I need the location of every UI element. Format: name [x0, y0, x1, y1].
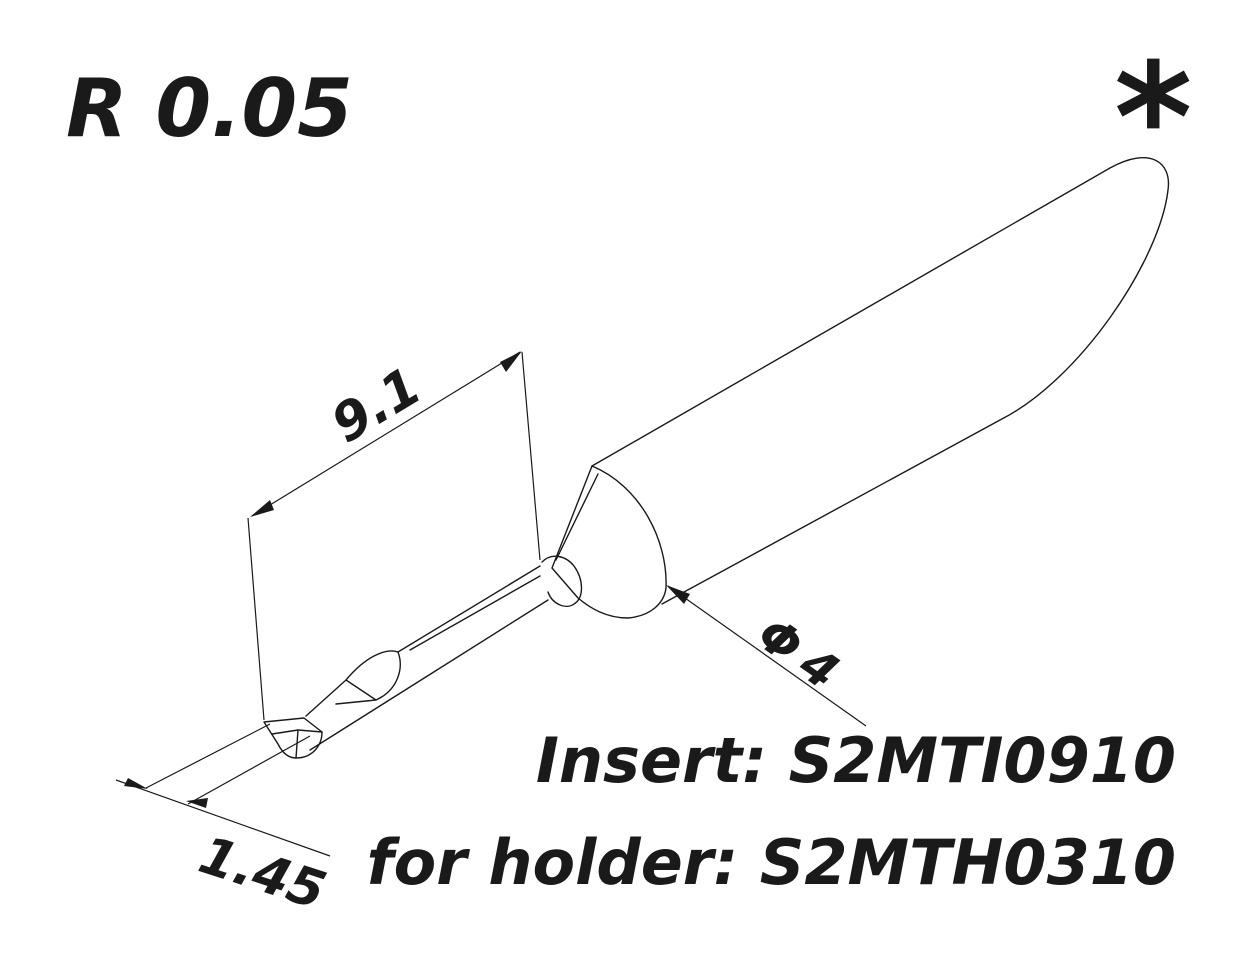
neck-shaft-inner	[409, 575, 541, 651]
insert-pocket	[305, 650, 401, 717]
radius-label: R 0.05	[66, 62, 353, 155]
neck-collar	[541, 555, 583, 608]
dimension-length: 9.1	[247, 351, 541, 721]
insert-tip	[263, 717, 323, 759]
cone-inner-line	[555, 473, 599, 561]
length-value: 9.1	[322, 356, 432, 455]
shank-cone	[551, 465, 667, 619]
asterisk-marker: *	[1114, 32, 1192, 206]
dimension-diameter: Φ 4	[666, 585, 867, 727]
holder-label: for holder: S2MTH0310	[367, 826, 1176, 899]
insert-label: Insert: S2MTI0910	[536, 724, 1176, 797]
shank-rounded-end	[591, 157, 1170, 605]
width-value: 1.45	[192, 825, 333, 922]
neck-shaft	[309, 565, 549, 751]
insert-tip-facets	[271, 729, 323, 759]
tool-body	[263, 157, 1170, 759]
dimension-width: 1.45	[115, 723, 333, 922]
